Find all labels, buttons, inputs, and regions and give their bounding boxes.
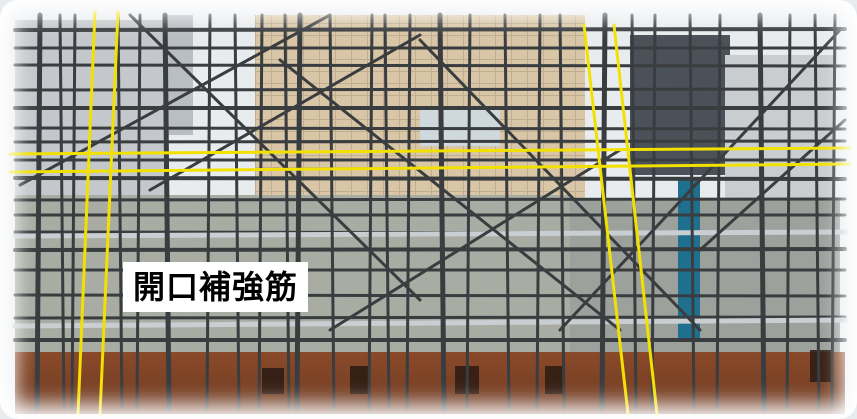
horizontal-guide-line	[8, 146, 852, 156]
scaffold-pipe	[12, 317, 848, 329]
vertical-guide-line	[582, 23, 630, 416]
vertical-rebar	[70, 13, 77, 412]
vertical-rebar	[34, 12, 43, 413]
vertical-rebar	[233, 13, 241, 412]
vertical-rebar	[294, 12, 303, 413]
vertical-rebar	[162, 12, 172, 413]
rebar-grid	[12, 12, 848, 413]
duct	[165, 15, 193, 135]
diagonal-rebar	[128, 13, 422, 302]
horizontal-rebar	[13, 27, 847, 32]
vertical-rebar	[135, 13, 142, 412]
diagonal-rebar	[558, 28, 842, 332]
horizontal-rebar	[13, 139, 847, 144]
horizontal-guide-line	[8, 162, 852, 174]
horizontal-rebar	[13, 126, 847, 131]
horizontal-rebar	[13, 87, 847, 92]
vertical-rebar	[257, 13, 264, 412]
vertical-rebar	[599, 12, 608, 413]
vertical-rebar	[465, 13, 472, 412]
vertical-rebar	[830, 13, 837, 412]
vertical-rebar	[405, 13, 412, 412]
vertical-rebar	[715, 13, 722, 412]
diagonal-rebar	[278, 58, 622, 332]
horizontal-rebar	[13, 315, 847, 320]
formwork-panel	[570, 200, 840, 360]
diagonal-rebar	[698, 118, 847, 252]
vertical-rebar	[383, 13, 391, 412]
vertical-guide-line	[612, 23, 659, 416]
vertical-guide-line	[98, 10, 120, 416]
opening-reinforcement-label: 開口補強筋	[123, 262, 309, 312]
dark-machinery	[630, 35, 730, 175]
horizontal-rebar	[13, 197, 847, 202]
horizontal-rebar	[13, 63, 847, 68]
vertical-rebar	[785, 13, 792, 412]
blue-pipe	[678, 180, 700, 340]
vertical-rebar	[688, 13, 696, 412]
vertical-rebar	[650, 13, 657, 412]
vertical-rebar	[283, 13, 291, 412]
vertical-rebar	[116, 13, 124, 412]
vertical-rebar	[437, 12, 447, 413]
guide-lines	[8, 10, 852, 416]
vertical-rebar	[58, 13, 66, 412]
diagonal-rebar	[18, 13, 332, 187]
vertical-rebar	[367, 13, 374, 412]
vertical-rebar	[813, 13, 821, 412]
vertical-rebar	[558, 13, 566, 412]
scaffold-pipe	[12, 229, 848, 239]
diagonal-rebar	[418, 38, 702, 332]
horizontal-rebar	[13, 247, 847, 252]
diagonal-rebar	[328, 148, 622, 332]
wooden-beam	[15, 352, 845, 414]
vertical-rebar	[503, 13, 511, 412]
vertical-guide-line	[76, 10, 97, 416]
vertical-rebar	[535, 13, 542, 412]
diagonal-rebar	[148, 33, 422, 192]
vertical-rebar	[757, 12, 767, 413]
